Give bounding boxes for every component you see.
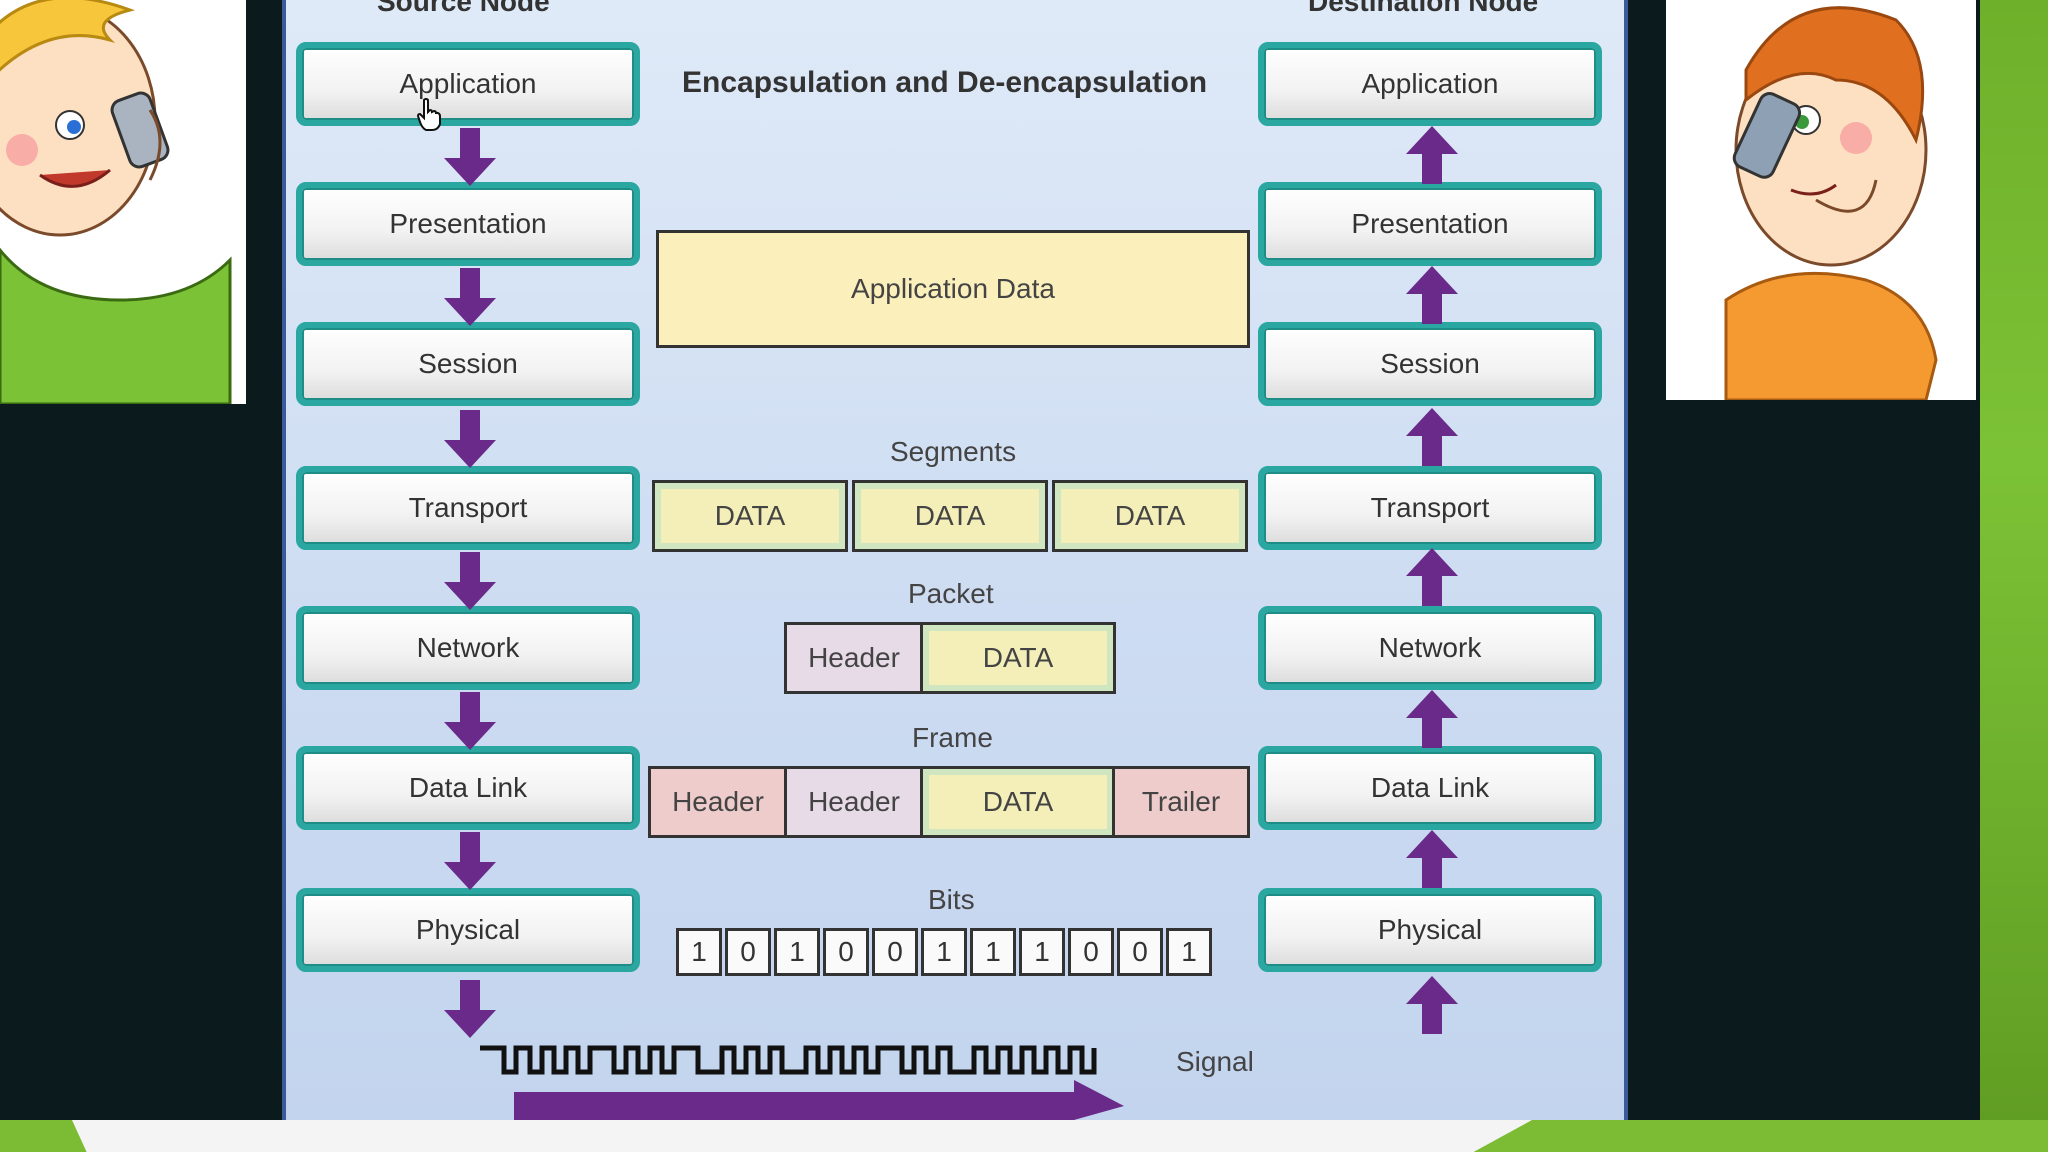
bit-cell: 1 [1019, 928, 1065, 976]
bit-cell: 0 [1068, 928, 1114, 976]
destination-layer-session: Session [1258, 322, 1602, 406]
source-node-label: Source Node [377, 0, 550, 17]
up-arrow-icon [1406, 408, 1458, 466]
transmission-arrow-icon [514, 1080, 1124, 1120]
bit-cell: 1 [921, 928, 967, 976]
up-arrow-icon [1406, 266, 1458, 324]
destination-layer-network: Network [1258, 606, 1602, 690]
bit-cell: 0 [1117, 928, 1163, 976]
segments-label: Segments [890, 436, 1017, 467]
source-layer-transport: Transport [296, 466, 640, 550]
application-data-box: Application Data [656, 230, 1250, 348]
source-layer-application: Application [296, 42, 640, 126]
bits-label: Bits [928, 884, 975, 915]
white-bottom-strip [72, 1120, 1532, 1152]
packet-label: Packet [908, 578, 994, 609]
left-cartoon-panel [0, 0, 246, 406]
signal-waveform [480, 1045, 1097, 1075]
right-cartoon-panel [1666, 0, 1976, 402]
down-arrow-icon [444, 128, 496, 186]
down-arrow-icon [444, 410, 496, 468]
frame-header-2: Header [784, 766, 924, 838]
down-arrow-icon [444, 832, 496, 890]
up-arrow-icon [1406, 690, 1458, 748]
destination-layer-transport: Transport [1258, 466, 1602, 550]
destination-layer-presentation: Presentation [1258, 182, 1602, 266]
green-decoration [1980, 0, 2048, 1152]
segment-data-3: DATA [1052, 480, 1248, 552]
boy-on-phone-left-illustration [0, 0, 232, 406]
source-layer-presentation: Presentation [296, 182, 640, 266]
down-arrow-icon [444, 980, 496, 1038]
destination-layer-physical: Physical [1258, 888, 1602, 972]
frame-data: DATA [920, 766, 1116, 838]
up-arrow-icon [1406, 548, 1458, 606]
source-layer-data-link: Data Link [296, 746, 640, 830]
frame-trailer: Trailer [1112, 766, 1250, 838]
diagram-title: Encapsulation and De-encapsulation [682, 66, 1208, 99]
down-arrow-icon [444, 552, 496, 610]
hand-cursor-icon [416, 98, 441, 131]
down-arrow-icon [444, 692, 496, 750]
destination-layer-data-link: Data Link [1258, 746, 1602, 830]
packet-header: Header [784, 622, 924, 694]
boy-on-phone-right-illustration [1724, 6, 1938, 402]
bit-cell: 0 [725, 928, 771, 976]
bit-cell: 1 [676, 928, 722, 976]
segment-data-2: DATA [852, 480, 1048, 552]
up-arrow-icon [1406, 830, 1458, 888]
bit-cell: 1 [774, 928, 820, 976]
destination-node-label: Destination Node [1308, 0, 1539, 17]
up-arrow-icon [1406, 126, 1458, 184]
bit-cell: 0 [872, 928, 918, 976]
segment-data-1: DATA [652, 480, 848, 552]
signal-label: Signal [1176, 1046, 1254, 1077]
bit-cell: 1 [1166, 928, 1212, 976]
bit-cell: 0 [823, 928, 869, 976]
source-layer-physical: Physical [296, 888, 640, 972]
up-arrow-icon [1406, 976, 1458, 1034]
destination-layer-application: Application [1258, 42, 1602, 126]
frame-label: Frame [912, 722, 993, 753]
down-arrow-icon [444, 268, 496, 326]
frame-header-1: Header [648, 766, 788, 838]
source-layer-network: Network [296, 606, 640, 690]
packet-data: DATA [920, 622, 1116, 694]
bit-cell: 1 [970, 928, 1016, 976]
source-layer-session: Session [296, 322, 640, 406]
